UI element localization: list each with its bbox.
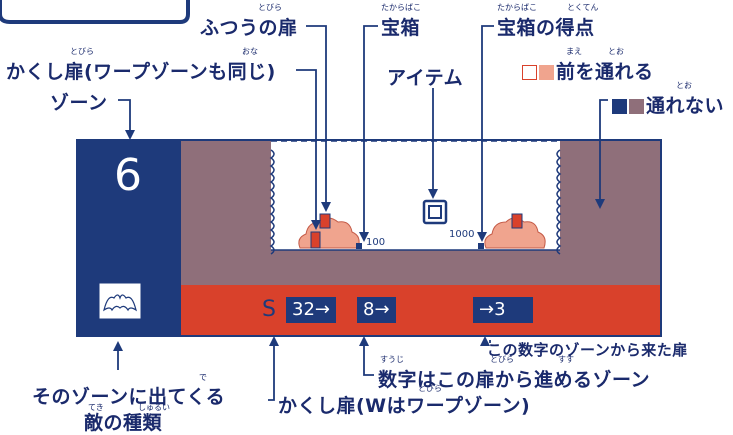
ruby-shurui: しゅるい bbox=[138, 403, 170, 412]
ruby-too-1: とお bbox=[608, 47, 624, 56]
label-hidden-door-w: かくし扉(Wはワープゾーン) bbox=[278, 395, 531, 417]
start-label: S bbox=[262, 297, 276, 322]
navy-square-icon bbox=[612, 99, 627, 114]
outline bbox=[76, 139, 662, 337]
right-wall bbox=[556, 149, 562, 255]
label-zone: ゾーン bbox=[50, 92, 108, 114]
door-right bbox=[511, 213, 523, 229]
ruby-susu: すす bbox=[558, 355, 574, 364]
label-treasure: 宝箱 bbox=[381, 17, 421, 39]
door-8: 8→ bbox=[357, 297, 396, 323]
item-icon-inner bbox=[428, 205, 442, 219]
ruby-takarabako-1: たからばこ bbox=[381, 3, 421, 12]
pink-square-icon bbox=[539, 65, 554, 80]
label-hidden-door: かくし扉(ワープゾーンも同じ) bbox=[6, 61, 276, 83]
treasure-box-1 bbox=[356, 243, 362, 249]
left-wall bbox=[269, 149, 275, 255]
door-32: 32→ bbox=[286, 297, 336, 323]
ruby-takarabako-2: たからばこ bbox=[497, 3, 537, 12]
normal-door bbox=[319, 213, 331, 229]
label-treasure-score: 宝箱の得点 bbox=[497, 17, 595, 39]
door-3: →3 bbox=[473, 297, 533, 323]
ruby-tobira-1: とびら bbox=[258, 3, 282, 12]
passable-text: 前を通れる bbox=[556, 61, 654, 83]
ruby-mae: まえ bbox=[566, 47, 582, 56]
enemy-frame bbox=[98, 282, 142, 320]
white-square-icon bbox=[522, 65, 537, 80]
label-enemy-line2: 敵の種類 bbox=[84, 412, 163, 434]
zone-number: 6 bbox=[114, 150, 142, 201]
label-passable: 前を通れる bbox=[522, 57, 654, 84]
ruby-too-2: とお bbox=[676, 81, 692, 90]
door-bar bbox=[181, 285, 661, 336]
mauve-square-icon bbox=[629, 99, 644, 114]
bat-icon bbox=[103, 294, 137, 312]
score-100: 100 bbox=[366, 237, 386, 248]
ruby-de: で bbox=[199, 373, 207, 382]
impassable-text: 通れない bbox=[646, 95, 725, 117]
ruby-tokuten: とくてん bbox=[567, 3, 599, 12]
ruby-tobira-2: とびら bbox=[70, 47, 94, 56]
score-1000: 1000 bbox=[449, 229, 475, 240]
ruby-tobira-4: とびら bbox=[490, 355, 514, 364]
ruby-onaji: おな bbox=[242, 47, 258, 56]
label-number-meaning: 数字はこの扉から進めるゾーン bbox=[378, 369, 651, 391]
ruby-tobira-5: とびら bbox=[418, 384, 442, 393]
header-frame bbox=[0, 0, 190, 24]
label-enemy-line1: そのゾーンに出てくる bbox=[32, 386, 226, 408]
label-normal-door: ふつうの扉 bbox=[200, 17, 298, 39]
label-impassable: 通れない bbox=[612, 91, 724, 118]
label-came-from: この数字のゾーンから来た扉 bbox=[487, 341, 688, 359]
hidden-door bbox=[310, 231, 321, 249]
zone-diagram bbox=[0, 0, 662, 401]
label-item: アイテム bbox=[387, 67, 464, 89]
ruby-teki: てき bbox=[88, 403, 104, 412]
treasure-box-2 bbox=[478, 243, 484, 249]
ruby-suuji: すうじ bbox=[380, 355, 404, 364]
